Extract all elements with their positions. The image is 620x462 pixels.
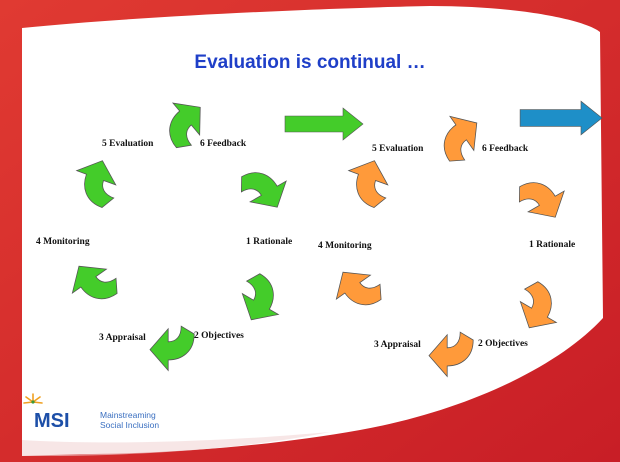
right-objectives-to-appraisal-arrow: [428, 331, 474, 378]
left-evaluation-label: 5 Evaluation: [102, 139, 154, 149]
right-monitoring-label: 4 Monitoring: [318, 241, 372, 251]
right-evaluation-to-feedback-arrow: [443, 115, 478, 162]
sparkle-icon: [23, 393, 43, 404]
left-feedback-to-rationale-arrow: [240, 172, 287, 208]
left-feedback-label: 6 Feedback: [200, 139, 247, 149]
left-objectives-label: 2 Objectives: [194, 331, 244, 341]
logo-mark: MSI: [34, 410, 70, 432]
left-monitoring-label: 4 Monitoring: [36, 237, 90, 247]
right-feedback-to-rationale-arrow: [518, 182, 565, 218]
logo-line1: Mainstreaming: [100, 410, 156, 420]
next-cycle-arrow: [519, 100, 603, 136]
right-rationale-label: 1 Rationale: [529, 240, 576, 250]
logo-line2: Social Inclusion: [100, 420, 160, 430]
msi-logo: MSI Mainstreaming Social Inclusion: [20, 392, 180, 436]
right-objectives-label: 2 Objectives: [478, 339, 528, 349]
left-rationale-label: 1 Rationale: [246, 237, 293, 247]
cycle-connector-arrow: [284, 107, 364, 141]
left-appraisal-to-monitoring-arrow: [71, 265, 118, 300]
right-appraisal-to-monitoring-arrow: [335, 271, 382, 306]
right-appraisal-label: 3 Appraisal: [374, 340, 421, 350]
left-objectives-to-appraisal-arrow: [149, 325, 195, 372]
slide-title: Evaluation is continual …: [194, 52, 426, 73]
left-appraisal-label: 3 Appraisal: [99, 333, 146, 343]
left-rationale-to-objectives-arrow: [241, 273, 280, 321]
right-feedback-label: 6 Feedback: [482, 144, 529, 154]
left-monitoring-to-evaluation-arrow: [75, 160, 117, 208]
right-rationale-to-objectives-arrow: [519, 281, 558, 329]
left-evaluation-to-feedback-arrow: [169, 102, 201, 149]
right-evaluation-label: 5 Evaluation: [372, 144, 424, 154]
logo-subtitle: Mainstreaming Social Inclusion: [100, 410, 159, 430]
right-monitoring-to-evaluation-arrow: [347, 160, 389, 208]
